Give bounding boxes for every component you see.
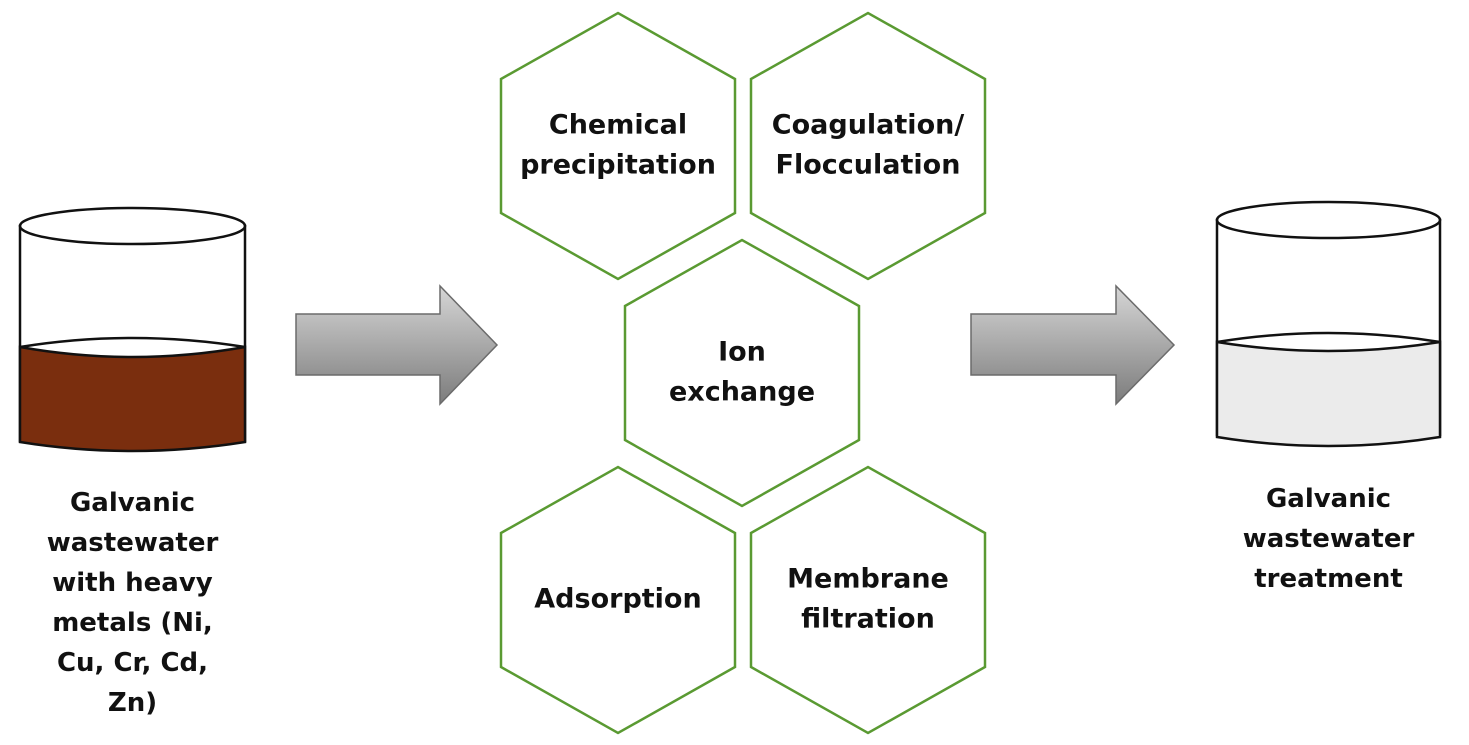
- water-surface-line: [19, 336, 246, 349]
- method-label: Chemical: [549, 110, 687, 141]
- method-label: Coagulation/: [772, 110, 965, 141]
- caption-line: metals (Ni,: [52, 608, 213, 638]
- method-label: Flocculation: [776, 150, 961, 181]
- method-label: precipitation: [520, 150, 716, 181]
- arrow-right-icon: [970, 284, 1176, 406]
- method-hexagon-chemical-precipitation: Chemical precipitation: [499, 11, 737, 281]
- beaker-treated-icon: [1215, 200, 1442, 448]
- caption-line: Zn): [107, 688, 158, 718]
- hexagon-shape: [749, 465, 987, 735]
- method-label: Ion: [718, 337, 766, 368]
- water-surface-line: [1216, 331, 1441, 344]
- method-hexagon-ion-exchange: Ion exchange: [623, 238, 861, 508]
- method-label: Adsorption: [534, 584, 701, 615]
- beaker-contaminated-icon: [18, 206, 247, 453]
- caption-line: treatment: [1254, 564, 1403, 594]
- method-label: filtration: [801, 604, 935, 635]
- output-caption: Galvanic wastewater treatment: [1217, 479, 1440, 599]
- hexagon-shape: [499, 11, 737, 281]
- beaker-rim: [1215, 200, 1442, 240]
- contaminated-water-fill: [18, 345, 247, 453]
- arrow-right-icon: [295, 284, 499, 406]
- method-hexagon-coagulation-flocculation: Coagulation/Flocculation: [749, 11, 987, 281]
- caption-line: with heavy: [52, 568, 213, 598]
- method-hexagon-membrane-filtration: Membrane filtration: [749, 465, 987, 735]
- caption-line: wastewater: [1242, 524, 1415, 554]
- caption-line: wastewater: [46, 528, 219, 558]
- method-label: exchange: [669, 377, 815, 408]
- method-label: Membrane: [787, 564, 949, 595]
- caption-line: Galvanic: [69, 488, 196, 518]
- caption-line: Cu, Cr, Cd,: [56, 648, 209, 678]
- hexagon-shape: [749, 11, 987, 281]
- hexagon-shape: [499, 465, 737, 735]
- input-caption: Galvanic wastewater with heavy metals (N…: [20, 483, 245, 723]
- caption-line: Galvanic: [1265, 484, 1392, 514]
- hexagon-shape: [623, 238, 861, 508]
- treated-water-fill: [1215, 340, 1442, 448]
- beaker-rim: [18, 206, 247, 246]
- treatment-methods: Chemical precipitation Coagulation/Floccul…: [499, 11, 987, 735]
- method-hexagon-adsorption: Adsorption: [499, 465, 737, 735]
